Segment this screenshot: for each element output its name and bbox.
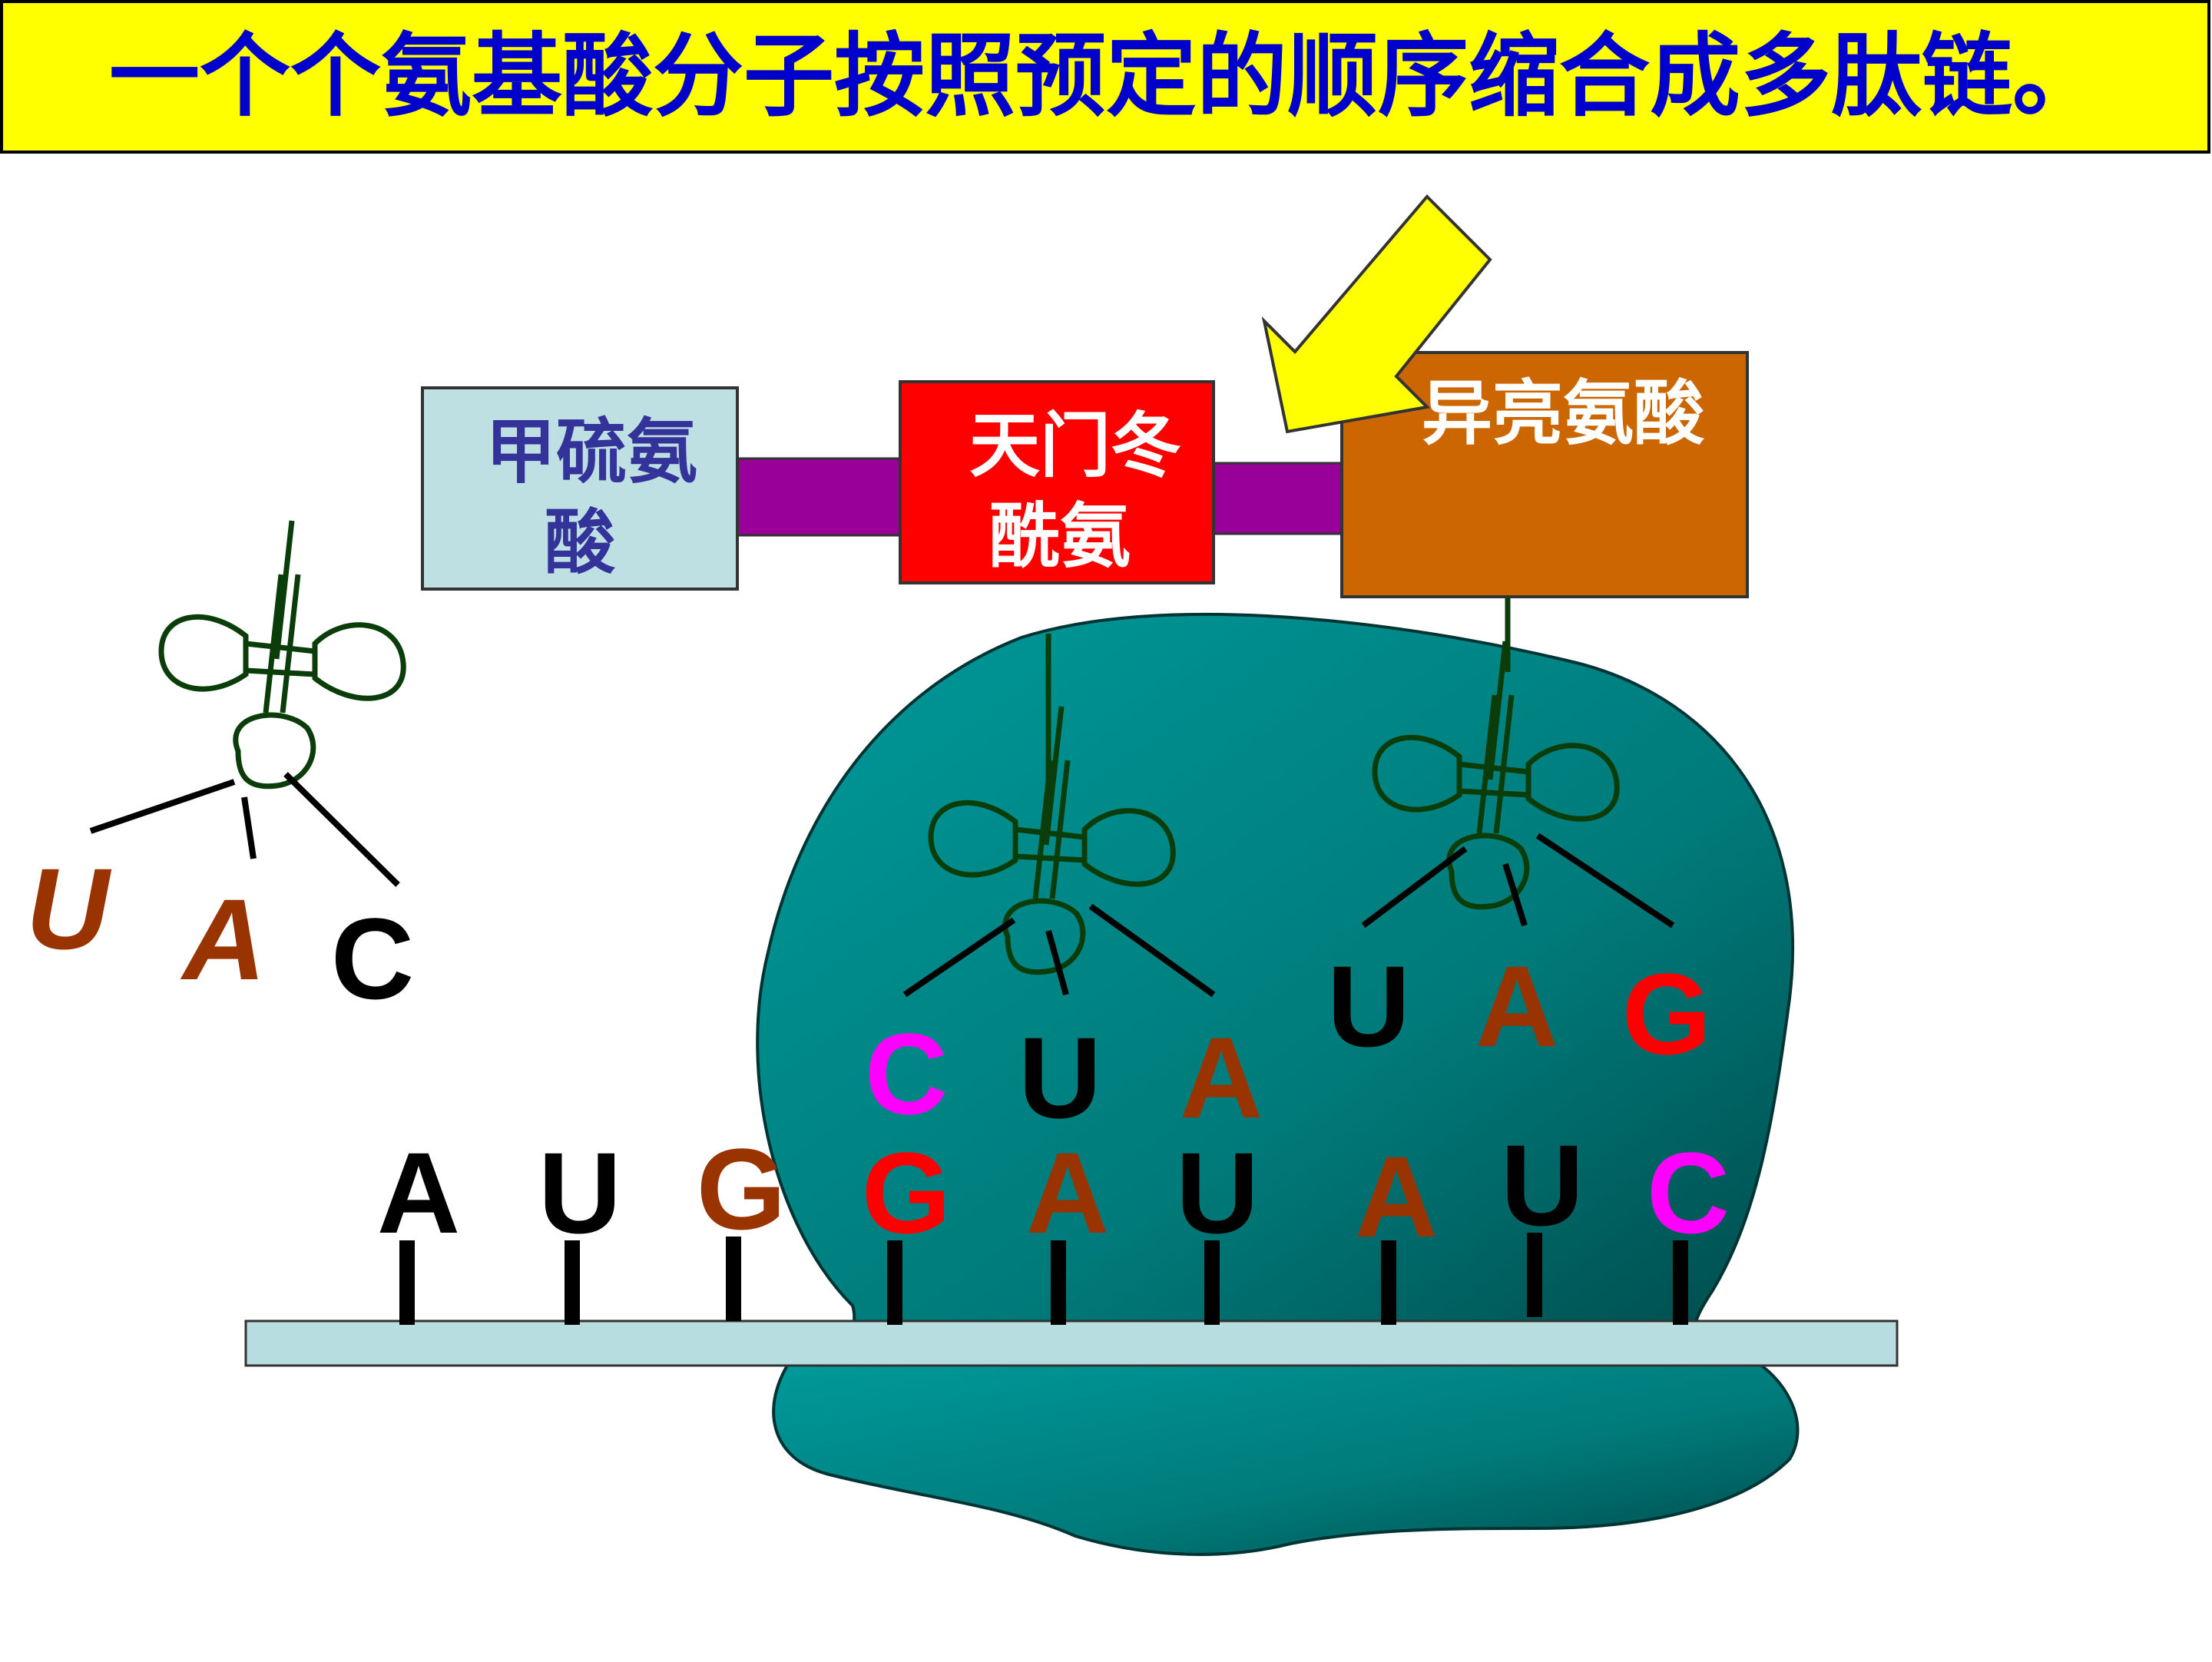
highlight-arrow xyxy=(1261,194,1492,434)
amino-acid-asn xyxy=(899,380,1215,584)
trna-mid-base-2: U xyxy=(1018,1013,1101,1142)
ribosome-small-subunit xyxy=(772,1358,1800,1556)
amino-acid-met-line1: 甲硫氨 xyxy=(485,411,697,493)
mrna-base-7: A xyxy=(1355,1132,1438,1261)
mrna-ticks xyxy=(399,1233,1688,1325)
trna-free-base-3: C xyxy=(331,894,414,1023)
mrna-base-9: C xyxy=(1647,1128,1730,1257)
amino-acid-met-line2: 酸 xyxy=(545,502,616,584)
trna-mid-anticodon-lines xyxy=(902,903,1216,998)
mrna-base-4: G xyxy=(862,1128,952,1257)
trna-right-base-2: A xyxy=(1475,942,1558,1071)
trna-mid-base-3: A xyxy=(1180,1013,1263,1142)
ribosome-large-subunit xyxy=(756,612,1794,1346)
peptide-bond-2 xyxy=(1204,462,1349,535)
mrna-strand xyxy=(244,1319,1899,1367)
trna-free-base-1: U xyxy=(26,844,112,973)
trna-right-base-3: G xyxy=(1622,949,1712,1078)
amino-acid-ile-line1: 异亮氨酸 xyxy=(1422,372,1705,455)
mrna-base-8: U xyxy=(1501,1121,1584,1250)
amino-acid-asn-line2: 酰氨 xyxy=(989,495,1131,578)
mrna-base-1: A xyxy=(377,1128,460,1257)
trna-mid-base-1: C xyxy=(865,1009,948,1138)
trna-free xyxy=(161,521,403,786)
trna-free-base-2: A xyxy=(180,875,266,1004)
mrna-base-2: U xyxy=(538,1128,621,1257)
peptide-bond-1 xyxy=(732,457,906,537)
title-bar xyxy=(0,0,2210,154)
mrna-base-5: A xyxy=(1026,1128,1109,1257)
trna-free-anticodon-lines xyxy=(89,772,400,887)
mrna-base-6: U xyxy=(1176,1128,1259,1257)
trna-right-anticodon-lines xyxy=(1361,833,1675,929)
slide-title: 一个个氨基酸分子按照预定的顺序缩合成多肽链。 xyxy=(109,23,2103,129)
amino-acid-met xyxy=(421,386,739,591)
mrna-base-3: G xyxy=(697,1124,786,1253)
amino-acid-asn-line1: 天门冬 xyxy=(969,405,1181,487)
trna-right-base-1: U xyxy=(1327,942,1410,1071)
